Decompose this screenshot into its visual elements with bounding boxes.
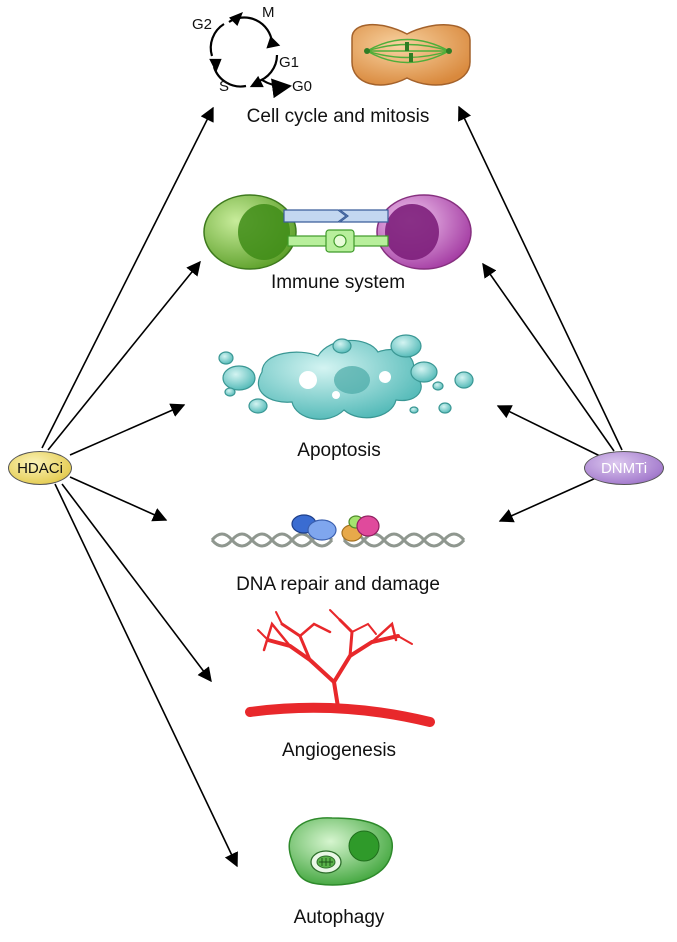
arrow-dnmti-dna [498, 477, 597, 523]
label-apoptosis: Apoptosis [297, 440, 381, 461]
arrow-hdaci-autophagy [54, 483, 238, 868]
dnmti-arrows [458, 105, 623, 523]
arrow-dnmti-apoptosis [496, 405, 603, 458]
arrow-dnmti-cell-cycle [458, 105, 623, 451]
autophagy-cell-icon [288, 817, 393, 886]
hdaci-arrows [41, 106, 238, 868]
label-immune-system: Immune system [270, 272, 406, 293]
arrow-hdaci-cell-cycle [41, 106, 214, 449]
dna-helix-icon [210, 532, 466, 548]
blood-vessel-icon [245, 609, 435, 727]
hdaci-node: HDACi [8, 451, 72, 485]
apoptosis-icon [218, 334, 474, 420]
dna-repair-proteins-icon [291, 514, 380, 542]
cell-cycle-icon [209, 12, 292, 99]
arrow-hdaci-angiogenesis [61, 483, 212, 683]
mitosis-cell-icon [351, 23, 471, 86]
arrow-dnmti-immune [482, 262, 615, 452]
phase-label-s: S [219, 78, 230, 95]
label-angiogenesis: Angiogenesis [281, 740, 397, 761]
arrow-hdaci-apoptosis [69, 403, 186, 456]
phase-label-g0: G0 [292, 78, 313, 95]
arrow-hdaci-immune [47, 260, 201, 451]
label-dna-repair: DNA repair and damage [236, 574, 440, 595]
arrow-hdaci-dna [69, 476, 168, 522]
phase-label-m: M [262, 4, 275, 21]
immune-synapse-icon [203, 194, 472, 270]
dnmti-node: DNMTi [584, 451, 664, 485]
label-cell-cycle: Cell cycle and mitosis [246, 106, 430, 127]
phase-label-g1: G1 [279, 54, 300, 71]
phase-label-g2: G2 [192, 16, 213, 33]
label-autophagy: Autophagy [293, 907, 385, 928]
